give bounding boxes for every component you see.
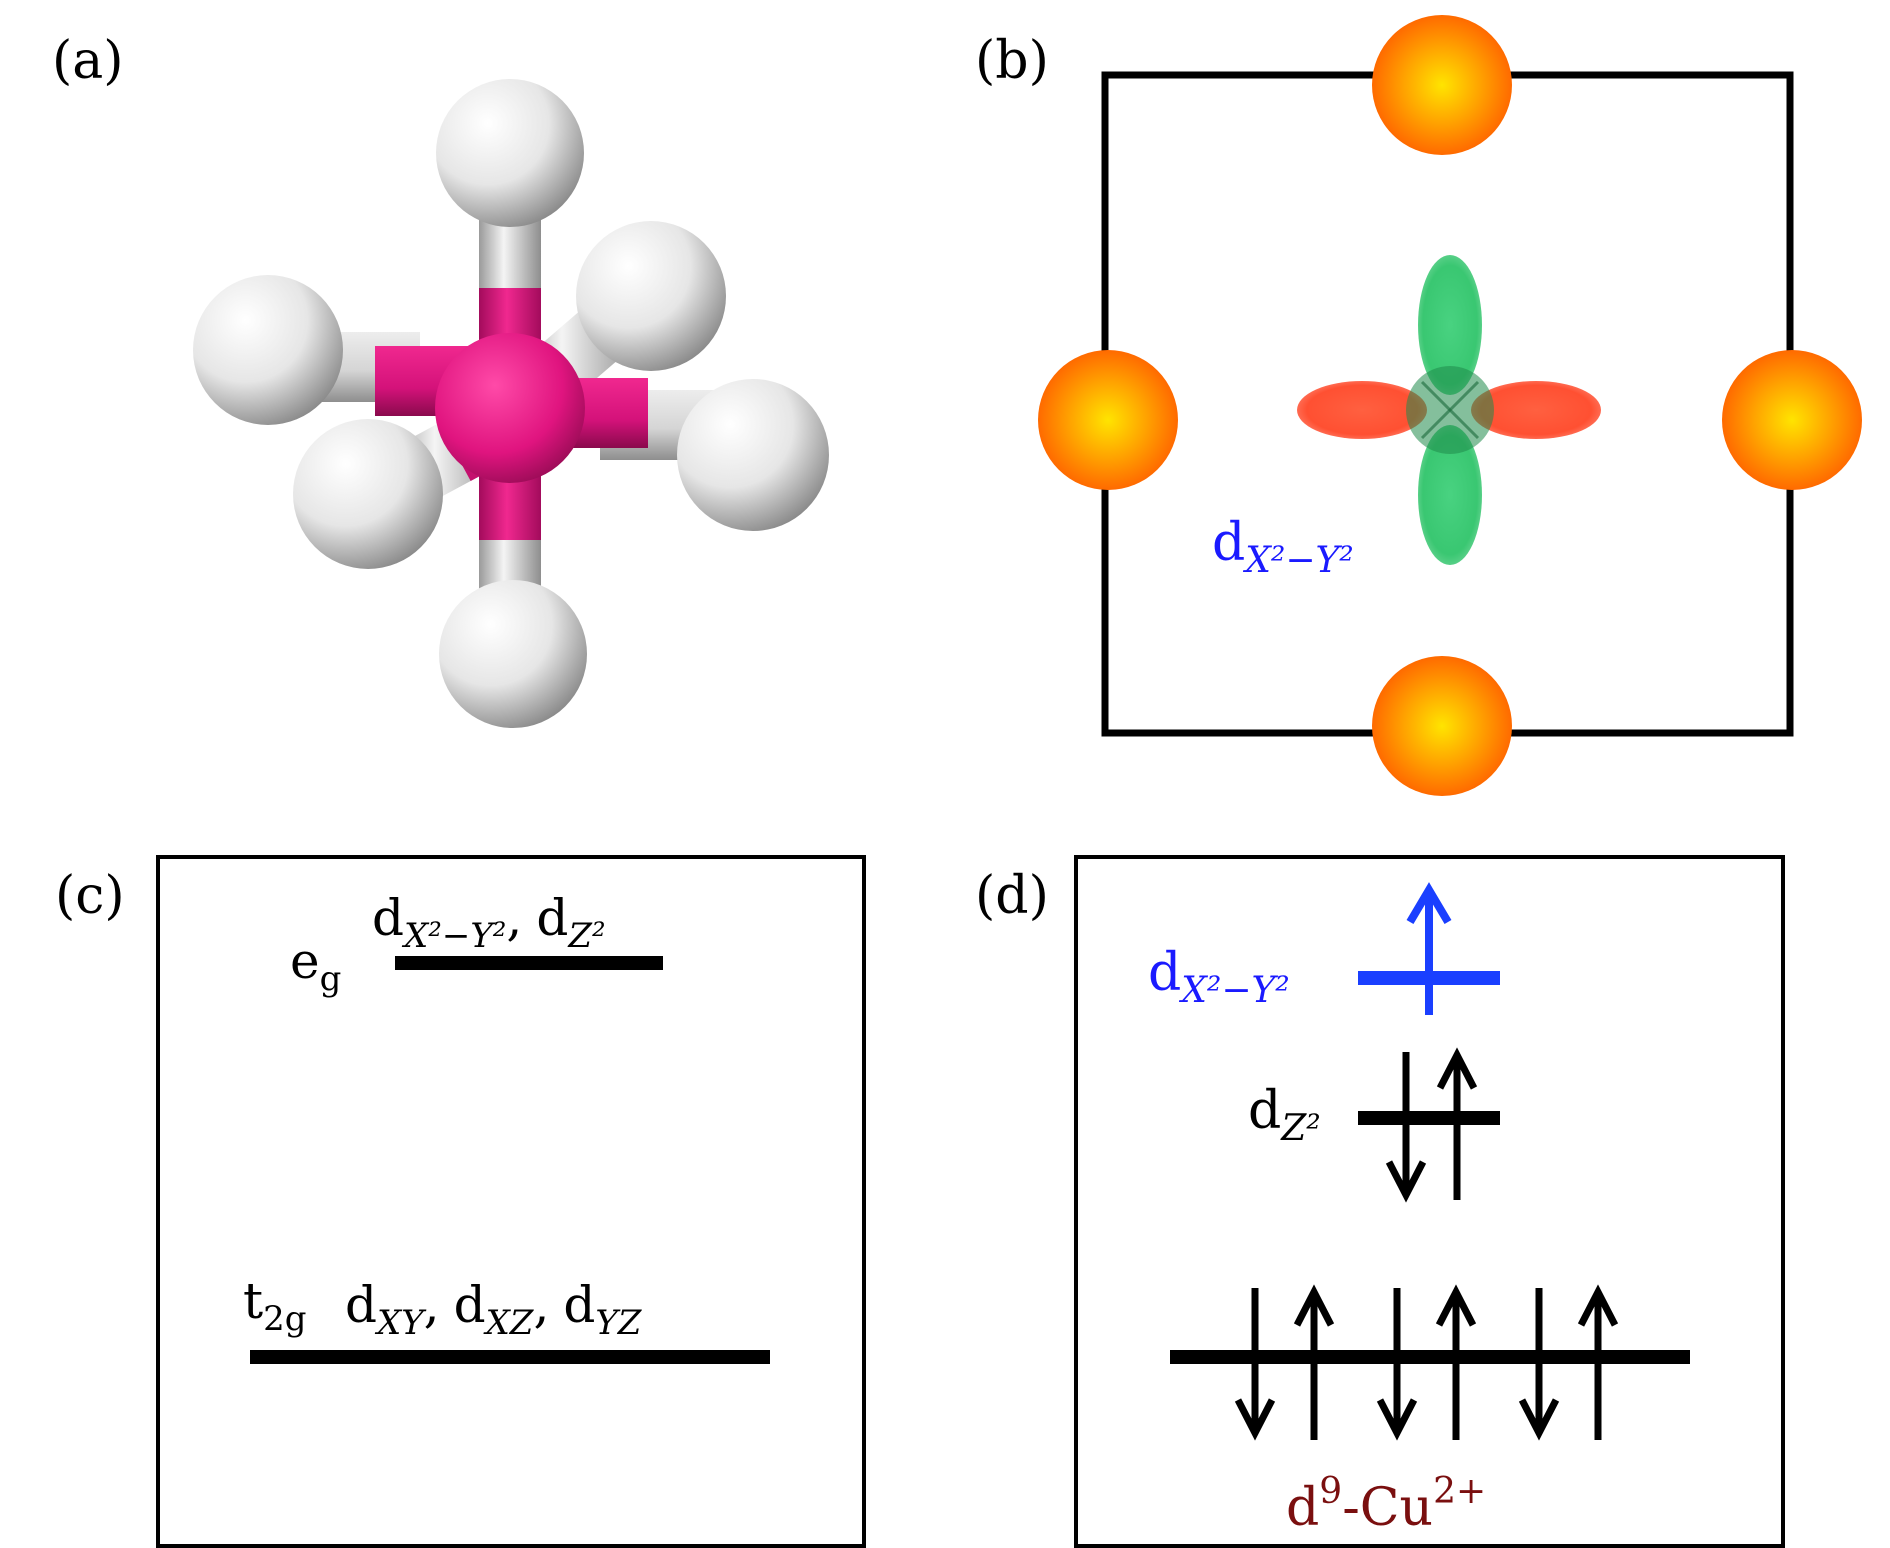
spin-up-arrow-dz2	[1436, 1047, 1478, 1200]
ion-label: d9-Cu2+	[1286, 1471, 1486, 1538]
spin-down-arrow-dz2	[1385, 1052, 1427, 1203]
panel-c: (c) eg dX²−Y²,dZ² t2g dXY,dXZ,dYZ	[55, 855, 866, 1548]
metal-atom	[435, 333, 585, 483]
ligand-atom-top	[436, 79, 584, 227]
oxygen-bottom	[1372, 656, 1512, 796]
t2g-orbitals-label: dXY,dXZ,dYZ	[345, 1276, 643, 1343]
panel-a: (a)	[52, 31, 829, 728]
orbital-lobes	[1297, 255, 1601, 565]
panel-b-label: (b)	[975, 31, 1049, 91]
orbital-label-b: dX²−Y²	[1212, 513, 1354, 581]
middle-level-label: dZ²	[1248, 1081, 1321, 1149]
spin-pair-3	[1518, 1284, 1619, 1441]
lobe-x-left	[1297, 381, 1427, 439]
oxygen-right	[1722, 350, 1862, 490]
eg-label: eg	[290, 932, 341, 999]
eg-level-line	[395, 956, 663, 970]
panel-c-frame	[156, 855, 866, 1548]
ligand-atom-left	[193, 275, 343, 425]
lobe-y-bottom	[1418, 425, 1482, 565]
ligand-atom-front	[293, 419, 443, 569]
panel-a-label: (a)	[52, 31, 124, 91]
lobe-x-right	[1471, 381, 1601, 439]
t2g-label: t2g	[243, 1272, 307, 1339]
ligand-atom-bottom	[439, 580, 587, 728]
lobe-y-top	[1418, 255, 1482, 395]
middle-level-line	[1358, 1111, 1500, 1125]
eg-orbitals-label: dX²−Y²,dZ²	[372, 889, 606, 956]
panel-d-label: (d)	[975, 866, 1049, 926]
panel-d-frame	[1074, 855, 1785, 1548]
orbital-node-2	[1420, 380, 1480, 440]
spin-pair-2	[1376, 1284, 1477, 1441]
upper-level-label: dX²−Y²	[1148, 943, 1290, 1011]
t2g-level-line-d	[1170, 1350, 1690, 1364]
octahedral-molecule	[193, 79, 829, 728]
spin-pair-1	[1234, 1284, 1335, 1441]
spin-up-arrow-blue	[1406, 882, 1452, 1015]
panel-c-label: (c)	[55, 866, 125, 926]
panel-d: (d) dX²−Y² dZ²	[975, 855, 1785, 1548]
ligand-atom-right	[677, 379, 829, 531]
panel-b: (b) dX²−Y²	[975, 15, 1862, 796]
t2g-level-line	[250, 1350, 770, 1364]
ligand-atom-back	[576, 221, 726, 371]
oxygen-top	[1372, 15, 1512, 155]
oxygen-left	[1038, 350, 1178, 490]
